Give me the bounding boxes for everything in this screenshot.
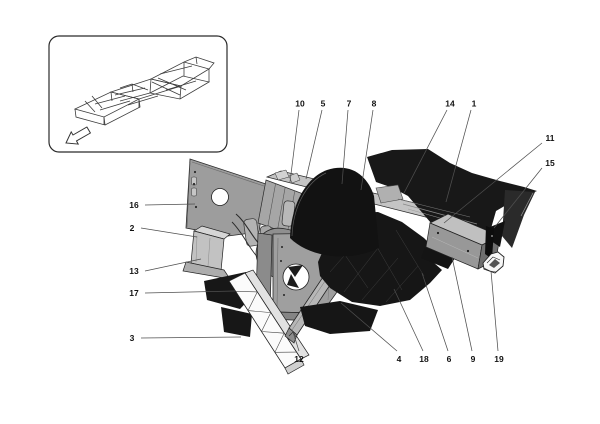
direction-arrow-icon (65, 126, 92, 145)
main-assembly (182, 149, 537, 375)
part-highlighted-hump (290, 167, 379, 257)
leader-lines (140, 109, 543, 352)
callout-label-17: 17 (129, 288, 139, 298)
part-side-fins (485, 190, 535, 259)
callout-label-18: 18 (419, 354, 429, 364)
callout-label-6: 6 (447, 354, 452, 364)
callout-label-1: 1 (472, 99, 477, 109)
inset-border (48, 35, 228, 153)
callout-label-5: 5 (321, 99, 326, 109)
callout-label-9: 9 (471, 354, 476, 364)
part-underbody-black (300, 301, 378, 334)
callout-label-12: 12 (294, 354, 304, 364)
part-black-blob (221, 307, 252, 337)
callout-label-7: 7 (347, 99, 352, 109)
part-bulkhead-panel (185, 158, 267, 237)
callout-label-2: 2 (130, 223, 135, 233)
part-side-box (182, 225, 231, 280)
inset-chassis-wireframe (73, 56, 215, 126)
callout-label-8: 8 (372, 99, 377, 109)
callout-label-19: 19 (494, 354, 504, 364)
callout-label-16: 16 (129, 200, 139, 210)
callout-label-11: 11 (546, 133, 555, 143)
callout-label-10: 10 (295, 99, 305, 109)
callout-label-13: 13 (129, 266, 139, 276)
callout-label-14: 14 (445, 99, 455, 109)
inset-overview (48, 35, 228, 153)
panel-hole (211, 188, 229, 206)
callout-label-15: 15 (545, 158, 555, 168)
callout-labels: 10 5 7 8 14 1 11 15 16 2 13 17 3 12 4 18… (129, 99, 555, 365)
part-clip-bracket (482, 251, 505, 274)
callout-label-4: 4 (397, 354, 402, 364)
callout-label-3: 3 (130, 333, 135, 343)
